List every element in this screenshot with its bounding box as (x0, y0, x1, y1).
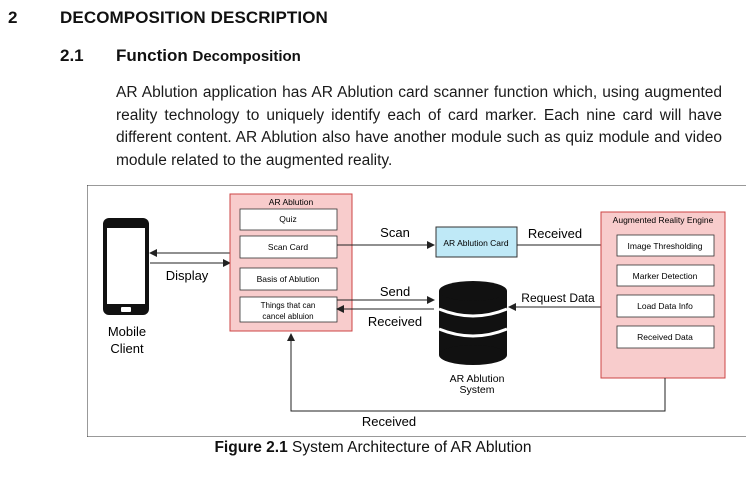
figure-caption: Figure 2.1 System Architecture of AR Abl… (0, 439, 746, 457)
architecture-diagram: Mobile Client Display AR Ablution Quiz S… (87, 185, 746, 437)
received-data-label: Received Data (637, 332, 693, 342)
received-label-top: Received (528, 226, 582, 241)
cancel-box (239, 296, 338, 323)
ar-ablution-card (435, 226, 518, 258)
scan-card-label: Scan Card (268, 242, 308, 252)
scan-card-box (239, 235, 338, 259)
thresholding-label: Image Thresholding (628, 241, 703, 251)
received-loop-arrow (287, 333, 666, 412)
subsection-title-rest: Decomposition (192, 48, 301, 65)
section-number: 2 (8, 8, 18, 27)
load-data-box (616, 294, 715, 318)
basis-box (239, 267, 338, 291)
marker-detection-box (616, 264, 715, 287)
ar-card-label: AR Ablution Card (443, 238, 508, 248)
mobile-client-label-2: Client (110, 341, 144, 356)
subsection-number: 2.1 (60, 46, 84, 65)
body-paragraph: AR Ablution application has AR Ablution … (116, 84, 722, 169)
received-label-bottom: Received (362, 414, 416, 429)
database-icon (438, 281, 508, 365)
engine-title: Augmented Reality Engine (613, 215, 714, 225)
mobile-phone-icon (103, 218, 149, 315)
cancel-label: cancel abluion (262, 312, 313, 321)
thresholding-box (616, 234, 715, 257)
ar-ablution-title: AR Ablution (269, 197, 314, 207)
caption-label: Figure 2.1 (214, 439, 288, 456)
mobile-client-label-1: Mobile (108, 324, 146, 339)
quiz-box (239, 208, 338, 231)
scan-label: Scan (380, 225, 410, 240)
quiz-label: Quiz (279, 214, 296, 224)
marker-detection-label: Marker Detection (633, 271, 698, 281)
subsection-title-main: Function (116, 46, 188, 65)
caption-text: System Architecture of AR Ablution (292, 439, 532, 456)
subsection-title: Function Decomposition (116, 46, 301, 66)
cancel-label-head: Things that can (261, 301, 316, 310)
received-label-mid: Received (368, 314, 422, 329)
basis-label: Basis of Ablution (257, 274, 320, 284)
request-data-label: Request Data (521, 291, 595, 305)
display-label: Display (166, 268, 209, 283)
received-data-box (616, 325, 715, 349)
section-title: DECOMPOSITION DESCRIPTION (60, 8, 328, 27)
load-data-label: Load Data Info (637, 301, 693, 311)
send-label: Send (380, 284, 410, 299)
